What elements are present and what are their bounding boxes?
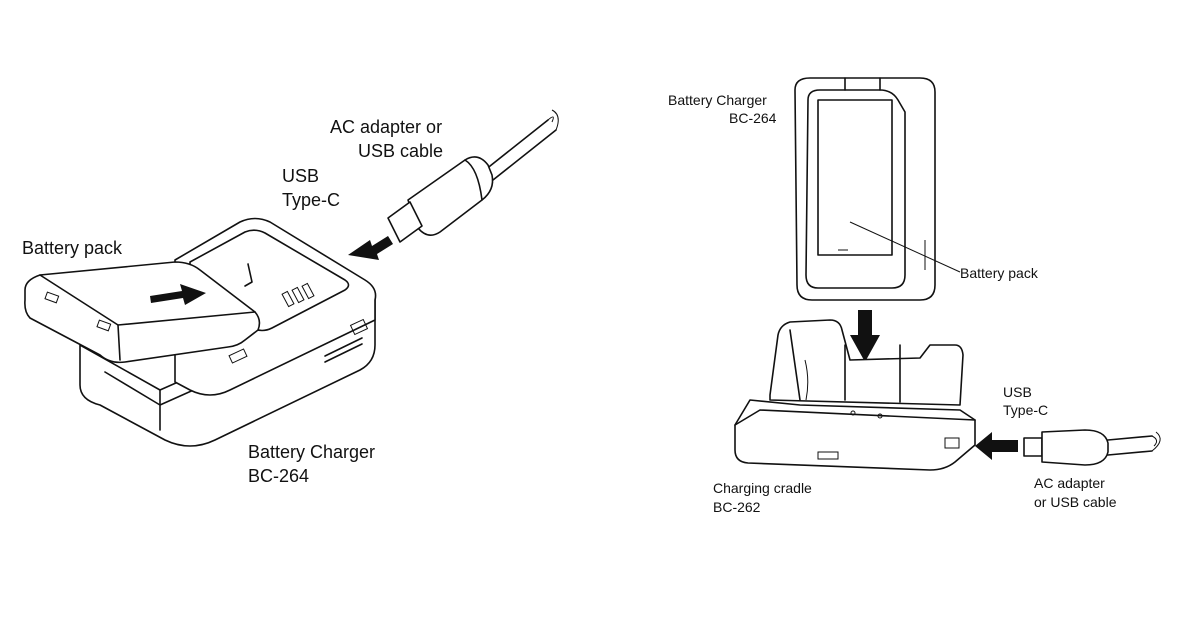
- right-cradle-label-line1: Charging cradle: [713, 480, 812, 496]
- right-usb-plug-cable: [975, 429, 1161, 466]
- right-battery-pack-label: Battery pack: [960, 265, 1038, 281]
- left-ac-adapter-label-line2: USB cable: [358, 141, 444, 161]
- right-usb-label-line1: USB: [1003, 384, 1032, 400]
- left-battery-pack-label: Battery pack: [22, 238, 123, 258]
- right-ac-adapter-label-line1: AC adapter: [1034, 475, 1105, 491]
- right-charging-cradle: [734, 319, 976, 471]
- left-usb-label-line2: Type-C: [282, 190, 341, 210]
- left-ac-adapter-label-line1: AC adapter or: [330, 117, 443, 137]
- right-usb-label-line2: Type-C: [1003, 402, 1049, 418]
- right-cradle-label-line2: BC-262: [713, 499, 761, 515]
- left-battery-pack: [24, 261, 261, 364]
- left-charger-label-line2: BC-264: [248, 466, 310, 486]
- right-charger-label-line1: Battery Charger: [668, 92, 767, 108]
- left-usb-label-line1: USB: [282, 166, 320, 186]
- right-down-arrow: [850, 310, 880, 362]
- left-charger-label-line1: Battery Charger: [248, 442, 376, 462]
- left-usb-plug-cable: [348, 109, 559, 260]
- right-charger-label-line2: BC-264: [729, 110, 777, 126]
- right-ac-adapter-label-line2: or USB cable: [1034, 494, 1117, 510]
- right-charger-top: [794, 77, 961, 301]
